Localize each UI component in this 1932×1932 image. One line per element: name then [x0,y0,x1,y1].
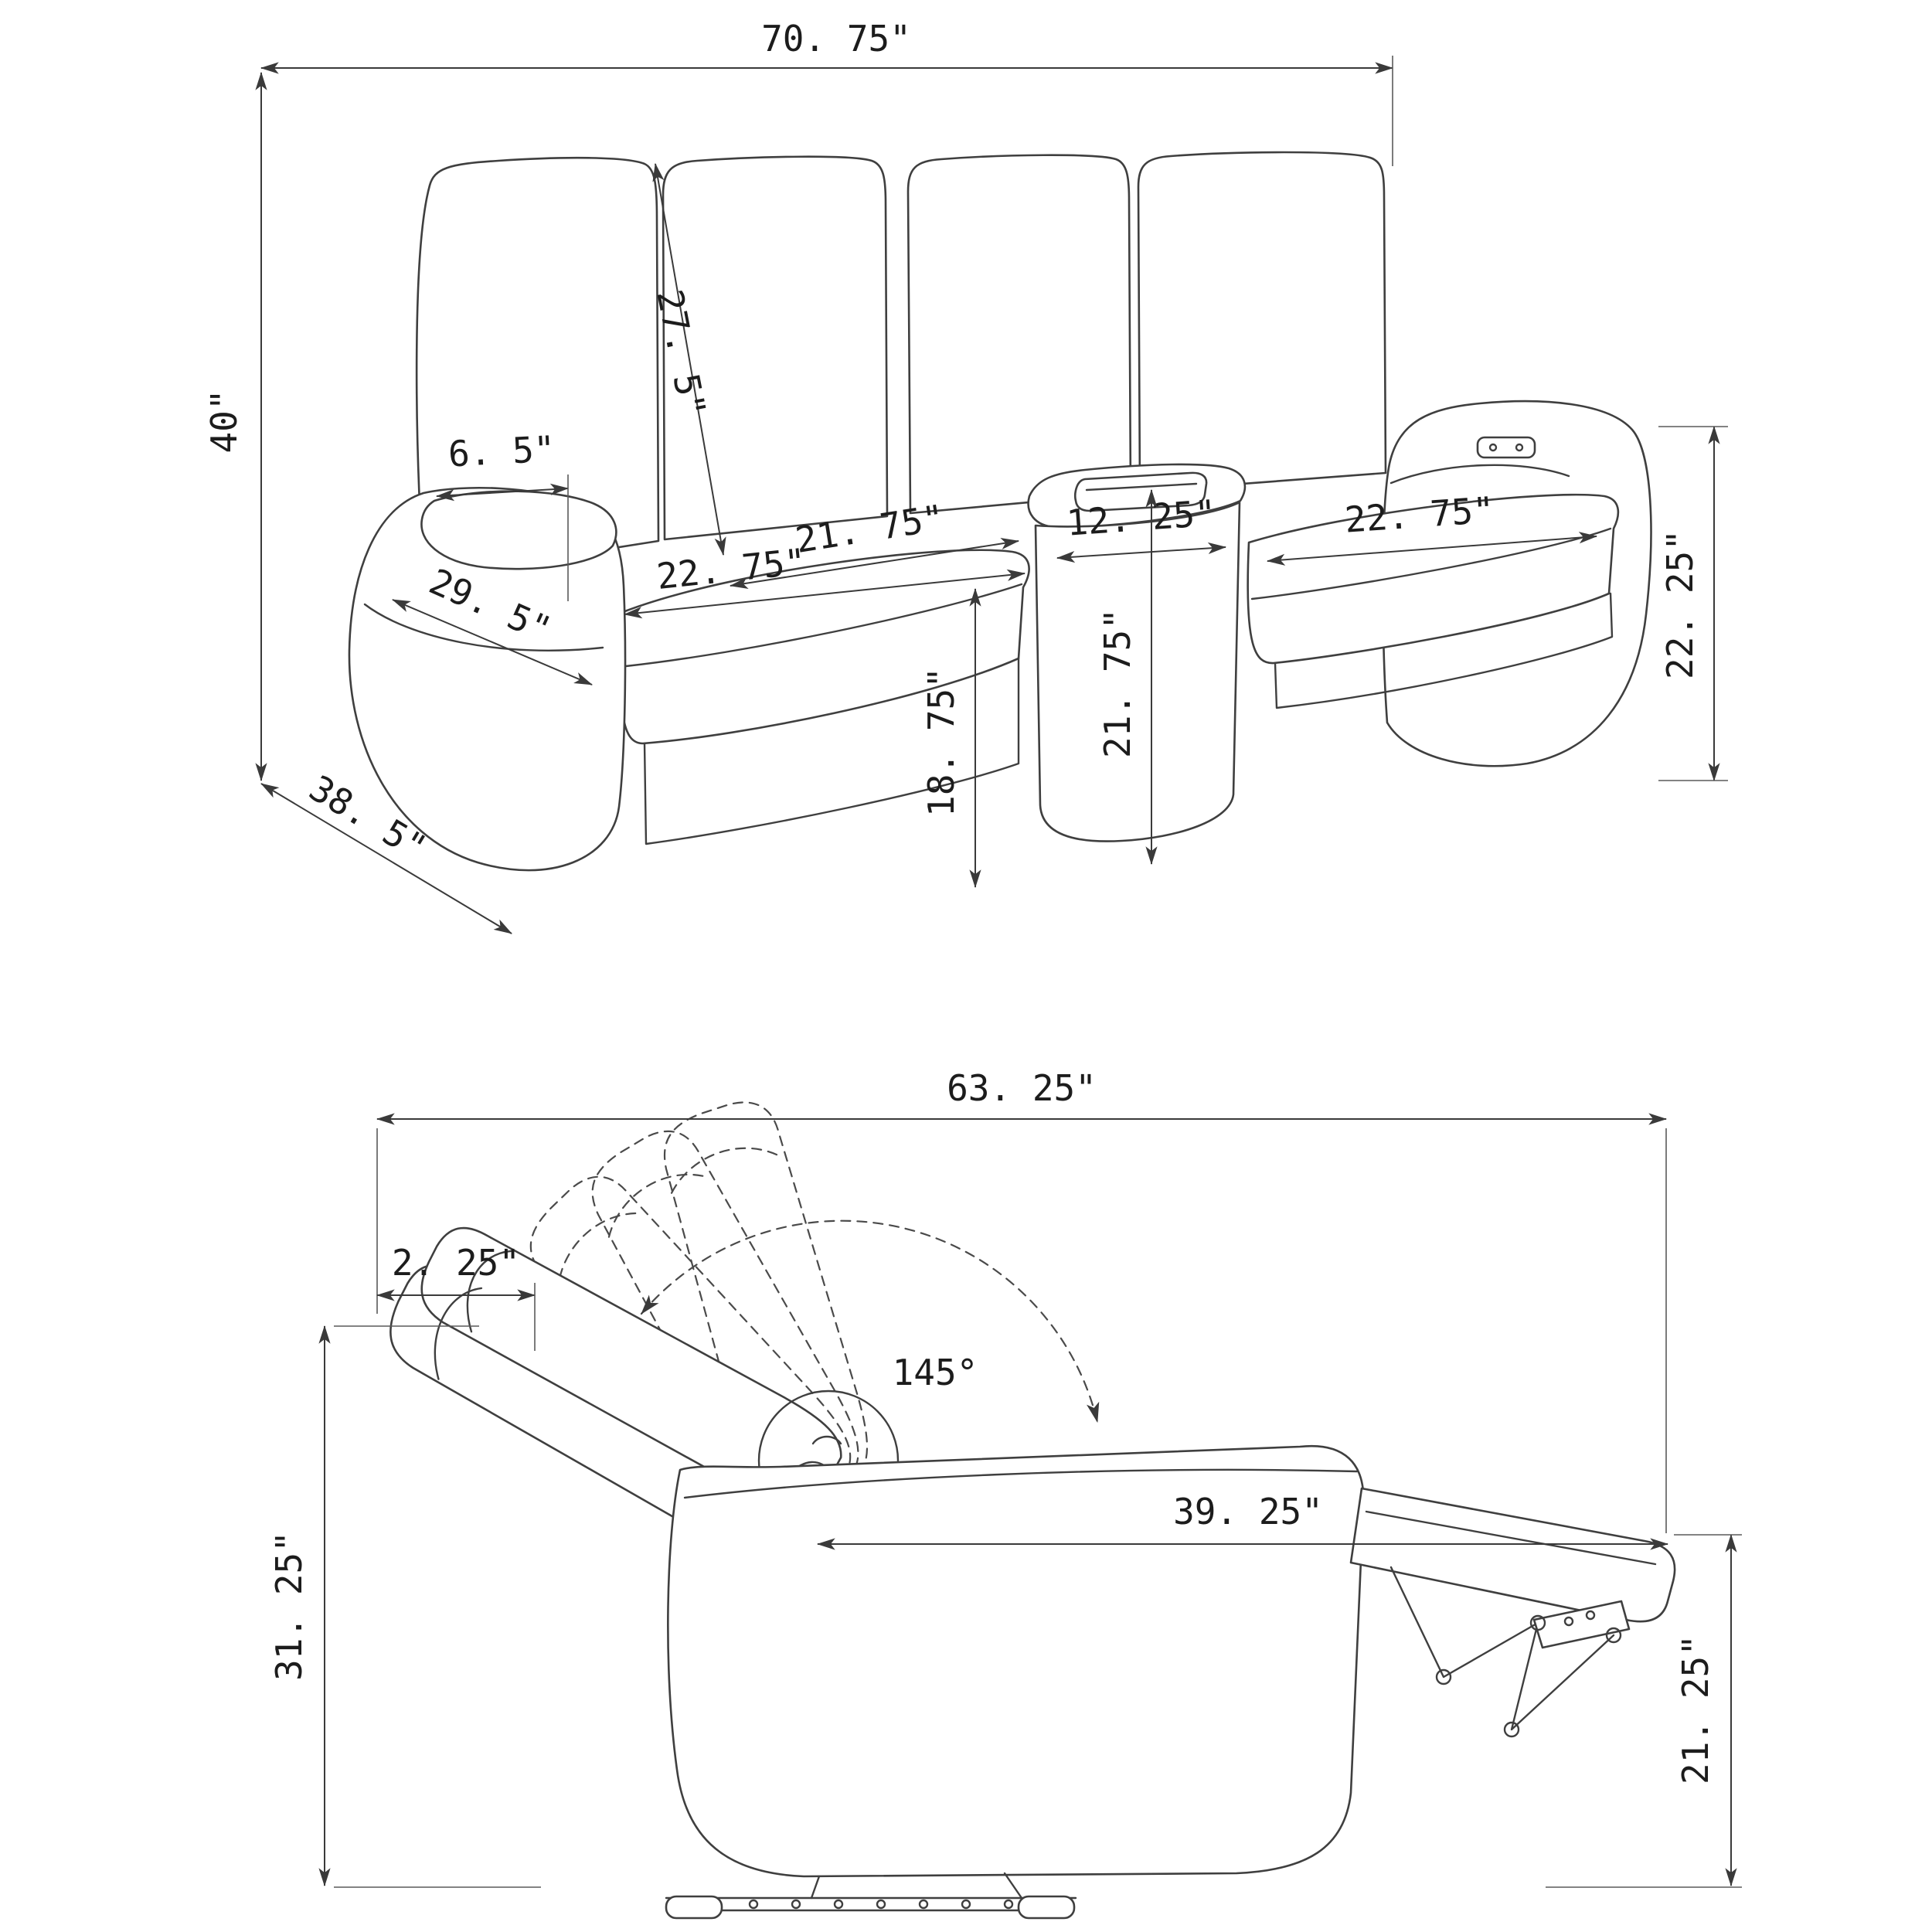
dim-recline-angle-arc [640,1219,1100,1423]
recliner-drawing: 63. 25" 2. 25" 31. 25" 145° 39. 25" 21. … [268,1067,1742,1920]
dim-wall-clearance-label: 2. 25" [392,1242,520,1284]
dim-console-height-label: 21. 75" [1097,608,1138,758]
base-support-front [810,1875,821,1900]
rail-hole-4 [876,1899,886,1910]
dim-console-width-label: 12. 25" [1065,492,1217,543]
dim-seat-footrest-length-label: 39. 25" [1173,1491,1323,1532]
recliner-body [667,1444,1365,1878]
rail-hole-7 [1003,1899,1014,1910]
mechanism-joint-4 [1605,1627,1622,1644]
recliner-footrest [1349,1487,1676,1738]
base-foot-front [665,1895,723,1920]
base-foot-rear [1017,1895,1076,1920]
rail-hole-6 [961,1899,971,1910]
loveseat-back-cushion-1 [415,156,660,578]
loveseat-back-cushion-4 [1137,151,1387,493]
dim-reclined-length-label: 63. 25" [947,1067,1097,1109]
ghost-back-seam-2 [607,1173,709,1238]
pivot-knob [811,1435,842,1445]
recliner-seat-body [667,1444,1365,1878]
dim-overall-height-label: 40" [203,389,245,453]
dim-recline-angle-label: 145° [893,1352,978,1393]
dim-seat-width-right-line [1266,532,1598,566]
dim-seat-width-left-line [623,569,1026,619]
console-cupholder-tray [1074,471,1208,512]
footrest-pad-seam [1365,1510,1657,1566]
mechanism-rivet-1 [1563,1616,1574,1627]
power-button-dot-2 [1515,443,1524,452]
reclined-back-pillow-seam-2 [466,1250,512,1333]
dim-footrest-height-label: 21. 25" [1675,1634,1716,1784]
rail-hole-2 [791,1899,801,1910]
console-tray-slot [1085,482,1198,492]
mechanism-joint-2 [1529,1614,1546,1631]
ghost-back-seam-1 [670,1147,783,1194]
dim-seat-width-right-label: 22. 75" [1343,488,1495,540]
dim-back-height-line [652,162,726,556]
rail-hole-1 [748,1899,759,1910]
loveseat-back-cushion-3 [906,154,1132,515]
footrest-slab [1349,1487,1676,1623]
dim-arm-height-label: 22. 25" [1659,529,1701,679]
recliner-dimensions: 63. 25" 2. 25" 31. 25" 145° 39. 25" 21. … [268,1067,1742,1888]
dim-arm-top-width-line [435,483,570,502]
left-seat-skirt [643,657,1020,845]
mechanism-joint-3 [1503,1721,1520,1738]
dim-overall-depth-line [260,783,512,934]
rail-hole-3 [833,1899,844,1910]
mechanism-joint-1 [1435,1668,1452,1685]
recliner-base [665,1872,1077,1920]
power-button-dot-1 [1488,443,1498,452]
right-seat-skirt [1274,592,1614,709]
loveseat-drawing: 70. 75" 40" 38. 5" 27. 5" 6. 5" 21. 75" … [203,18,1728,934]
recliner-seat-top-seam [683,1468,1359,1499]
left-arm-top-pad [420,490,617,570]
loveseat-console [1027,463,1247,842]
right-arm-top-seam [1389,464,1570,485]
console-front [1034,501,1241,842]
dim-console-width-line [1056,542,1227,563]
rail-hole-5 [918,1899,929,1910]
base-support-rear [1003,1872,1023,1900]
dim-overall-width-label: 70. 75" [761,18,911,60]
mechanism-rivet-2 [1585,1610,1596,1621]
dim-arm-top-width-label: 6. 5" [447,427,556,474]
dim-back-height-reclined-label: 31. 25" [268,1531,310,1681]
power-button-panel [1476,436,1536,459]
dim-arm-depth-line [392,599,593,685]
mechanism-bracket [1532,1600,1631,1649]
dim-seat-height-label: 18. 75" [920,667,962,817]
